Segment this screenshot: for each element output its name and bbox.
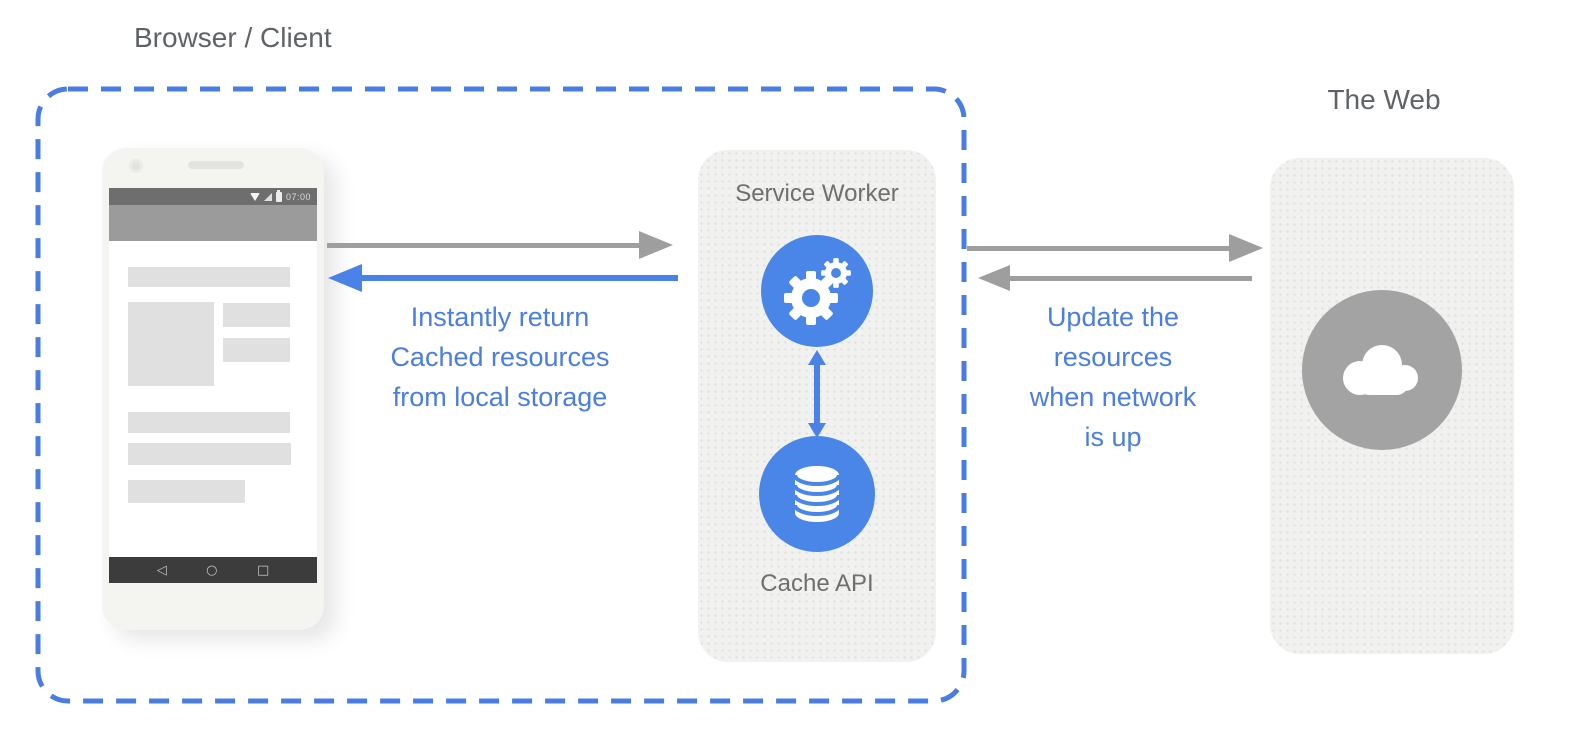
web-request-arrow-head-icon <box>1229 234 1263 262</box>
phone-camera-icon <box>129 159 143 173</box>
cache-api-label: Cache API <box>760 570 874 597</box>
content-placeholder-block <box>223 338 290 362</box>
gears-icon <box>761 235 873 347</box>
cached-response-arrow-shaft <box>358 275 678 281</box>
phone-mockup: 07:00 ◁ ○ □ <box>102 148 324 630</box>
caption-line: Update the <box>1046 302 1180 332</box>
phone-speaker <box>188 161 244 169</box>
cached-response-arrow-head-icon <box>328 264 362 292</box>
caption-line: when network <box>1029 382 1197 412</box>
content-placeholder-block <box>128 443 291 465</box>
caption-line: resources <box>1053 342 1173 372</box>
the-web-label: The Web <box>1327 84 1441 115</box>
client-boundary-dashed-box <box>35 86 967 704</box>
phone-nav-bar: ◁ ○ □ <box>109 557 317 583</box>
browser-client-label: Browser / Client <box>134 22 332 53</box>
caption-line: is up <box>1084 422 1142 452</box>
status-time: 07:00 <box>285 191 311 202</box>
caption-line: Instantly return <box>410 302 590 332</box>
content-placeholder-block <box>128 412 290 433</box>
wifi-icon <box>249 192 260 201</box>
content-placeholder-block <box>128 480 245 503</box>
recents-icon: □ <box>256 562 270 578</box>
database-icon <box>759 436 875 552</box>
content-placeholder-block <box>223 303 290 327</box>
phone-screen: 07:00 ◁ ○ □ <box>109 188 317 583</box>
request-arrow-shaft <box>327 243 641 248</box>
sync-arrow-icon <box>808 350 826 438</box>
home-icon: ○ <box>206 562 218 578</box>
cached-response-caption: Instantly return Cached resources from l… <box>332 297 668 417</box>
web-response-arrow-head-icon <box>978 265 1010 291</box>
back-icon: ◁ <box>156 562 167 578</box>
web-response-arrow-shaft <box>1008 276 1252 281</box>
content-placeholder-block <box>128 267 290 287</box>
update-resources-caption: Update the resources when network is up <box>983 297 1243 457</box>
caption-line: Cached resources <box>390 342 610 372</box>
caption-line: from local storage <box>392 382 608 412</box>
phone-app-bar <box>109 205 317 241</box>
web-request-arrow-shaft <box>967 246 1231 251</box>
cloud-icon <box>1302 290 1462 450</box>
request-arrow-head-icon <box>639 231 673 259</box>
battery-icon <box>275 189 282 202</box>
service-worker-title: Service Worker <box>735 180 899 207</box>
content-placeholder-block <box>128 302 214 386</box>
phone-page-content <box>109 241 317 557</box>
service-worker-box: Service Worker <box>698 150 936 662</box>
phone-status-bar: 07:00 <box>109 188 317 205</box>
the-web-box <box>1270 158 1514 654</box>
signal-icon <box>263 192 272 201</box>
